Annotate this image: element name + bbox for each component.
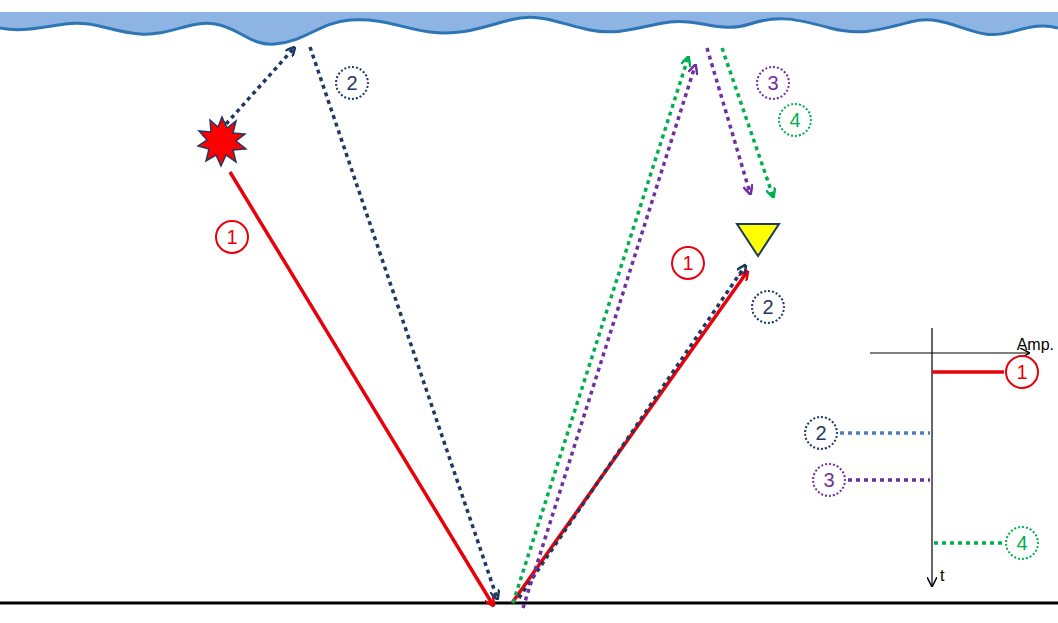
callout-circle: 2 xyxy=(804,416,838,450)
amp-spike xyxy=(932,370,1004,374)
callout-number: 2 xyxy=(815,423,826,443)
callout-number: 1 xyxy=(682,253,693,273)
callout-number: 4 xyxy=(1016,533,1027,553)
callout-circle: 4 xyxy=(778,103,812,137)
callout-circle: 2 xyxy=(751,290,785,324)
callout-number: 1 xyxy=(226,227,237,247)
amp-spike xyxy=(934,541,1004,545)
callout-number: 2 xyxy=(346,73,357,93)
callout-circle: 1 xyxy=(671,246,705,280)
source-explosion xyxy=(198,117,246,166)
callout-circle: 1 xyxy=(215,220,249,254)
amp-spike xyxy=(848,478,930,482)
axis-label: t xyxy=(940,568,944,584)
callout-circle: 2 xyxy=(335,66,369,100)
callout-circle: 4 xyxy=(1005,526,1039,560)
callout-number: 3 xyxy=(767,73,778,93)
receiver-ghost-ray xyxy=(513,58,688,603)
sea-surface xyxy=(0,12,1058,44)
source-ghost-ray xyxy=(226,48,294,124)
sea-surface-line xyxy=(0,17,1058,44)
amp-spike xyxy=(840,431,930,435)
callout-number: 3 xyxy=(823,470,834,490)
callout-number: 1 xyxy=(1016,362,1027,382)
callout-circle: 1 xyxy=(1005,355,1039,389)
callout-number: 4 xyxy=(789,110,800,130)
time-axis xyxy=(931,328,932,585)
callout-circle: 3 xyxy=(812,463,846,497)
primary-ray xyxy=(230,172,493,605)
receiver-triangle xyxy=(737,224,779,256)
source-ghost-ray xyxy=(519,266,745,598)
callout-circle: 3 xyxy=(756,66,790,100)
source-ghost-ray xyxy=(310,47,497,598)
amplitude-axis xyxy=(870,352,1028,353)
callout-number: 2 xyxy=(762,297,773,317)
double-ghost-ray xyxy=(707,48,750,193)
seafloor xyxy=(0,602,1058,605)
double-ghost-ray xyxy=(523,66,695,608)
axis-label: Amp. xyxy=(1017,337,1054,353)
